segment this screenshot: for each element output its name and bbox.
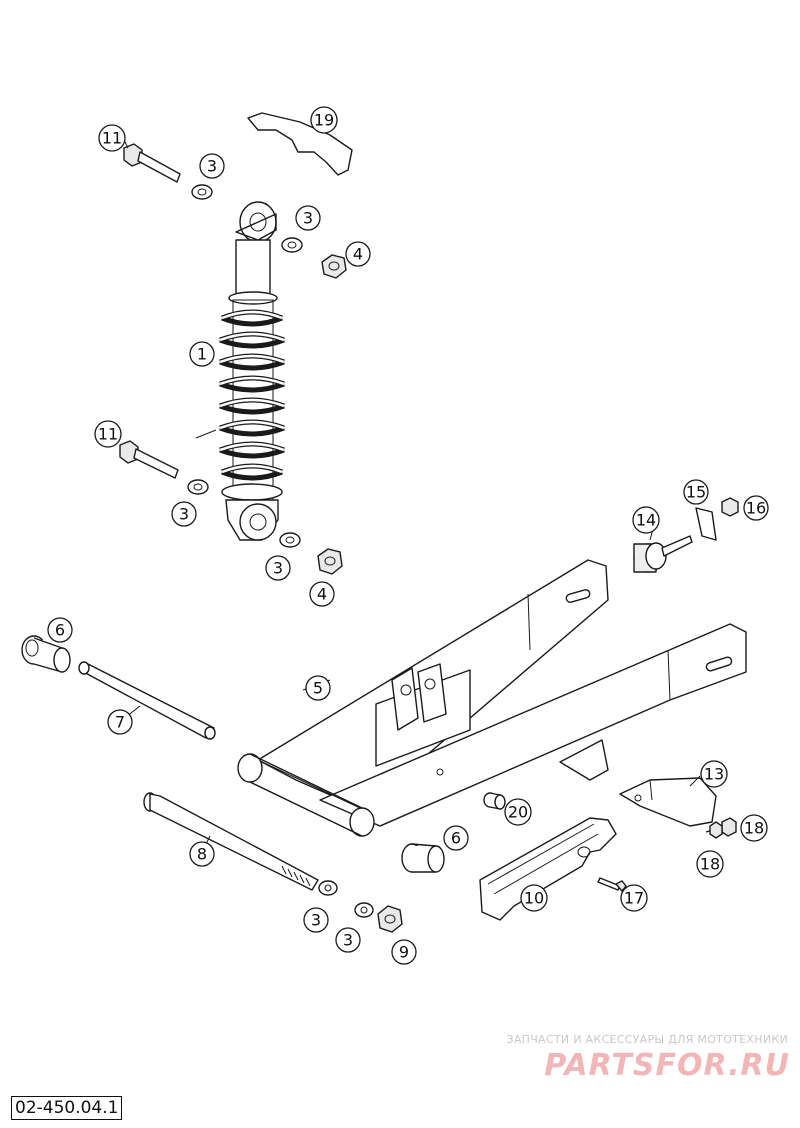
- callout-label: 18: [700, 855, 720, 874]
- callout-label: 15: [686, 483, 706, 502]
- callout-14: 14: [632, 506, 660, 534]
- callout-19: 19: [310, 106, 338, 134]
- callout-label: 4: [317, 585, 327, 604]
- part-16-nut: [721, 497, 739, 517]
- callout-16: 16: [743, 495, 769, 521]
- callout-label: 13: [704, 765, 724, 784]
- callout-label: 9: [399, 943, 409, 962]
- watermark-tagline: ЗАПЧАСТИ И АКСЕССУАРЫ ДЛЯ МОТОТЕХНИКИ: [506, 1033, 788, 1046]
- part-3-washer-b: [281, 237, 303, 253]
- part-10-chain-slider: [479, 817, 617, 921]
- callouts: 11 3 19 3 4 1 11 3 3 4 15 16 14 6 5 7 13…: [47, 106, 769, 965]
- callout-17: 17: [620, 884, 648, 912]
- callout-5: 5: [305, 675, 331, 701]
- callout-label: 11: [98, 425, 118, 444]
- part-20-spacer: [483, 792, 506, 810]
- callout-18-a: 18: [740, 814, 768, 842]
- part-4-nut-lower: [317, 548, 343, 575]
- part-4-nut-upper: [321, 254, 347, 279]
- part-9-nut: [377, 905, 403, 933]
- callout-label: 16: [746, 499, 766, 518]
- callout-3-a: 3: [199, 153, 225, 179]
- callout-9: 9: [391, 939, 417, 965]
- callout-11-upper: 11: [98, 124, 126, 152]
- callout-18-b: 18: [696, 850, 724, 878]
- callout-3-c: 3: [171, 501, 197, 527]
- callout-label: 4: [353, 245, 363, 264]
- part-7-sleeve: [78, 661, 216, 740]
- callout-6-right: 6: [443, 825, 469, 851]
- callout-label: 14: [636, 511, 656, 530]
- part-11-bolt-lower: [119, 440, 179, 479]
- callout-label: 3: [303, 209, 313, 228]
- callout-label: 7: [115, 713, 125, 732]
- part-3-washer-c: [187, 479, 209, 495]
- watermark-logo: PARTSFOR.RU: [544, 1048, 790, 1083]
- part-6-bushing-right: [401, 843, 445, 873]
- callout-15: 15: [683, 479, 709, 505]
- callout-3-b: 3: [295, 205, 321, 231]
- part-3-washer-d: [279, 532, 301, 548]
- callout-label: 17: [624, 889, 644, 908]
- callout-label: 8: [197, 845, 207, 864]
- part-18-screw-b: [709, 821, 723, 839]
- part-19-wrench: [247, 112, 353, 176]
- callout-label: 3: [343, 931, 353, 950]
- part-11-bolt-upper: [123, 143, 181, 183]
- part-8-pivot-bolt: [143, 792, 319, 891]
- callout-10: 10: [520, 884, 548, 912]
- callout-1: 1: [189, 341, 215, 367]
- callout-label: 3: [207, 157, 217, 176]
- callout-label: 5: [313, 679, 323, 698]
- part-3-washer-a: [191, 184, 213, 200]
- callout-label: 18: [744, 819, 764, 838]
- callout-4-upper: 4: [345, 241, 371, 267]
- part-3-washer-e: [318, 880, 338, 896]
- callout-label: 20: [508, 803, 528, 822]
- part-17-screw: [597, 877, 627, 893]
- callout-7: 7: [107, 709, 133, 735]
- callout-6-left: 6: [47, 617, 73, 643]
- callout-label: 11: [102, 129, 122, 148]
- callout-13: 13: [700, 760, 728, 788]
- part-15-bracket: [695, 507, 717, 541]
- part-3-washer-f: [354, 902, 374, 918]
- callout-label: 19: [314, 111, 334, 130]
- part-14-rubber-buffer: [633, 535, 693, 573]
- part-13-chain-guard: [619, 777, 717, 827]
- callout-label: 3: [179, 505, 189, 524]
- drawing-code: 02-450.04.1: [11, 1096, 123, 1120]
- part-1-shock-absorber: [219, 201, 285, 541]
- callout-label: 6: [55, 621, 65, 640]
- callout-label: 10: [524, 889, 544, 908]
- callout-label: 3: [311, 911, 321, 930]
- callout-label: 3: [273, 559, 283, 578]
- part-6-bushing-left: [21, 635, 71, 673]
- callout-label: 1: [197, 345, 207, 364]
- callout-11-lower: 11: [94, 420, 122, 448]
- callout-label: 6: [451, 829, 461, 848]
- callout-3-e: 3: [303, 907, 329, 933]
- callout-3-d: 3: [265, 555, 291, 581]
- callout-8: 8: [189, 841, 215, 867]
- part-5-swingarm: [237, 559, 747, 837]
- callout-3-f: 3: [335, 927, 361, 953]
- callout-4-lower: 4: [309, 581, 335, 607]
- callout-20: 20: [504, 798, 532, 826]
